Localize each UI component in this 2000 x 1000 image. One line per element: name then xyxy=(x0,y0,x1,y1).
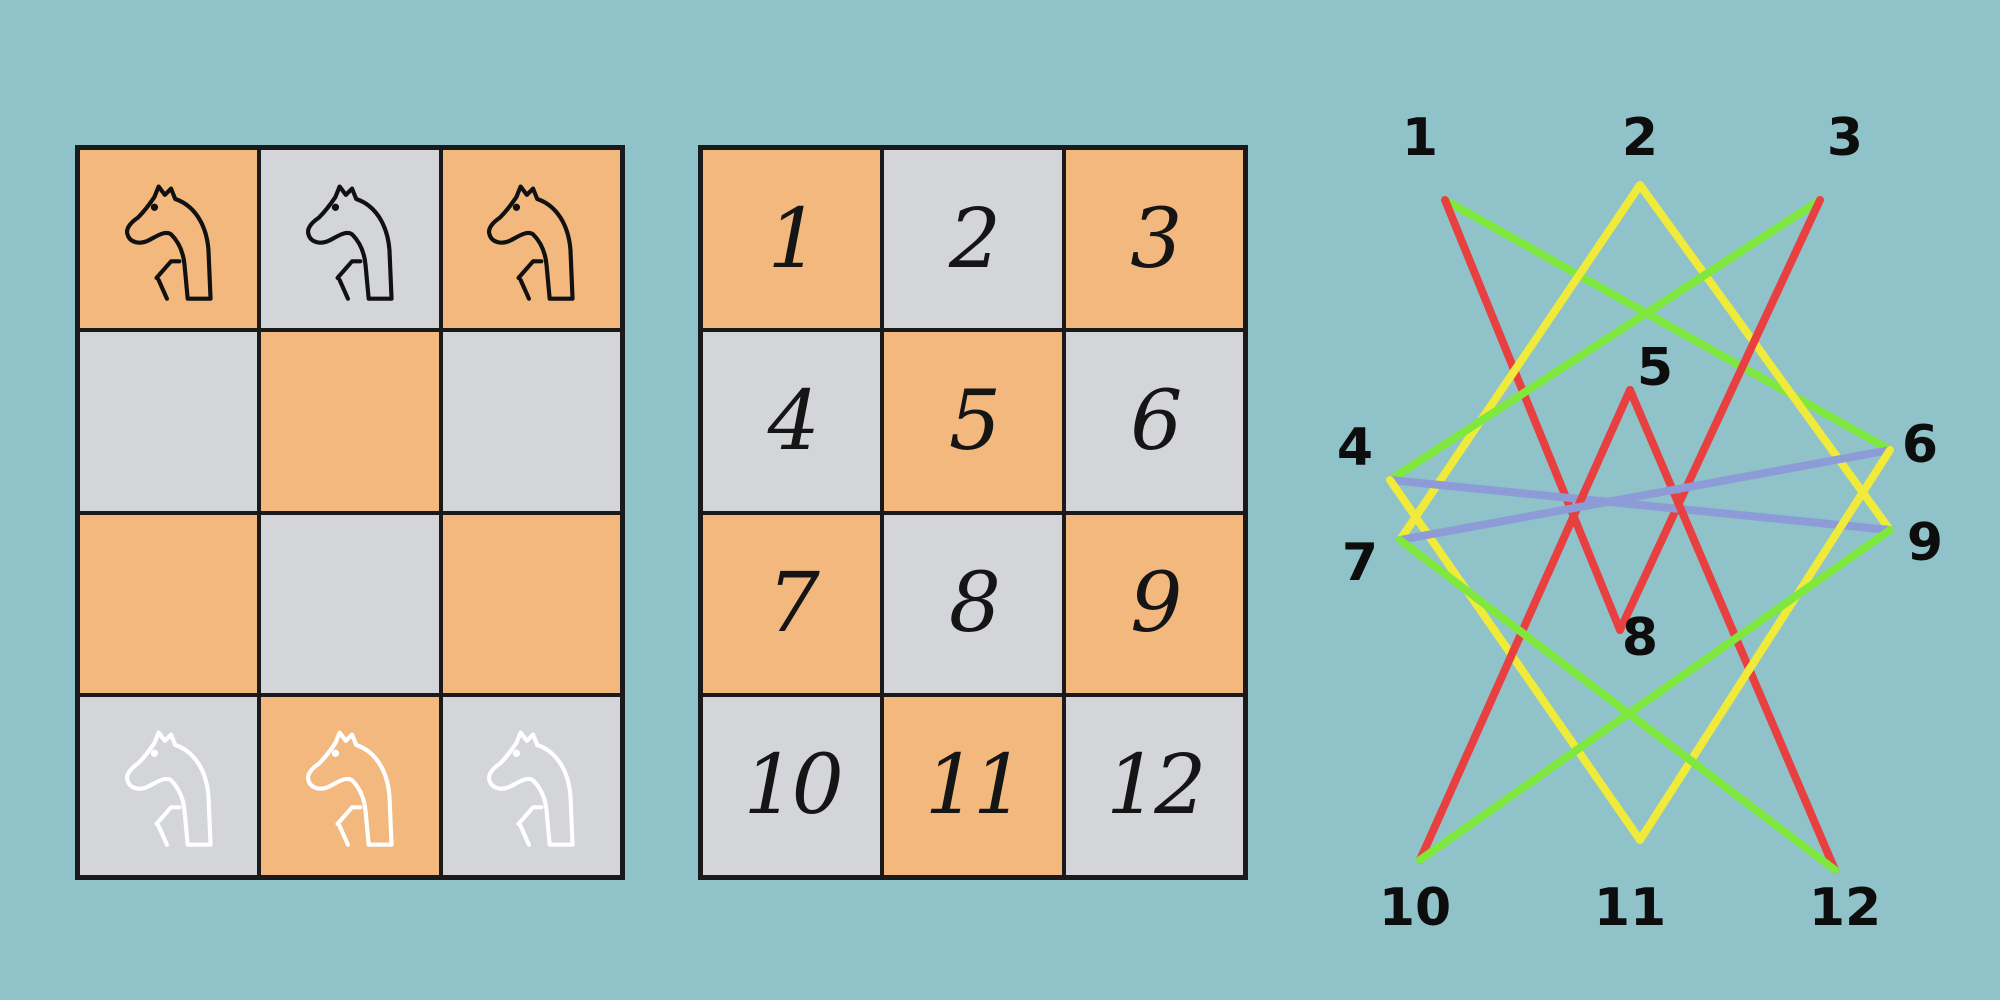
board-square xyxy=(80,696,258,875)
node-label-5: 5 xyxy=(1637,338,1673,398)
board-square xyxy=(80,150,258,329)
board-square: 3 xyxy=(1065,150,1243,329)
board-square xyxy=(261,514,439,693)
square-number: 8 xyxy=(948,556,1001,652)
node-label-9: 9 xyxy=(1907,513,1943,573)
square-number: 2 xyxy=(948,191,1001,287)
square-number: 12 xyxy=(1106,738,1206,834)
square-number: 9 xyxy=(1130,556,1182,652)
black-knight-icon xyxy=(285,172,415,307)
board-square: 11 xyxy=(884,696,1062,875)
graph-edge-2-7 xyxy=(1396,181,1644,544)
graph-edge-7-12 xyxy=(1396,536,1839,874)
board-square: 1 xyxy=(703,150,881,329)
graph-edge-9-10 xyxy=(1416,526,1894,864)
graph-edge-1-6 xyxy=(1441,196,1894,454)
board-square xyxy=(261,150,439,329)
board-square: 9 xyxy=(1065,514,1243,693)
node-label-4: 4 xyxy=(1337,418,1373,478)
graph-node-labels: 1 2 3 4 5 6 7 8 9 10 11 12 xyxy=(1337,108,1943,938)
square-number: 11 xyxy=(924,738,1025,834)
square-number: 7 xyxy=(767,556,820,652)
square-number: 3 xyxy=(1130,191,1182,287)
board-square: 8 xyxy=(884,514,1062,693)
white-knight-icon xyxy=(285,718,415,853)
board-square xyxy=(442,514,620,693)
board-square: 10 xyxy=(703,696,881,875)
board-square xyxy=(261,332,439,511)
board-square xyxy=(80,514,258,693)
graph-edge-3-8 xyxy=(1616,196,1824,634)
graph-edge-6-7 xyxy=(1396,446,1894,544)
graph-edge-5-12 xyxy=(1626,386,1839,874)
graph-edge-3-4 xyxy=(1386,196,1824,484)
node-label-6: 6 xyxy=(1902,415,1938,475)
square-number: 5 xyxy=(948,373,1001,469)
graph-edge-5-10 xyxy=(1416,386,1634,864)
board-square: 5 xyxy=(884,332,1062,511)
square-number: 1 xyxy=(767,191,820,287)
square-number: 6 xyxy=(1130,373,1182,469)
square-number: 10 xyxy=(743,738,843,834)
graph-edge-4-11 xyxy=(1386,476,1644,844)
square-number: 4 xyxy=(767,373,820,469)
node-label-3: 3 xyxy=(1827,108,1863,168)
node-label-2: 2 xyxy=(1622,108,1658,168)
graph-edges xyxy=(1386,181,1894,874)
black-knight-icon xyxy=(466,172,596,307)
white-knight-icon xyxy=(104,718,234,853)
white-knight-icon xyxy=(466,718,596,853)
node-label-10: 10 xyxy=(1379,878,1451,938)
node-label-1: 1 xyxy=(1402,108,1438,168)
graph-edge-1-8 xyxy=(1441,196,1624,634)
board-square xyxy=(442,332,620,511)
node-label-7: 7 xyxy=(1342,533,1378,593)
board-square xyxy=(261,696,439,875)
graph-edge-6-11 xyxy=(1636,446,1894,844)
node-label-8: 8 xyxy=(1622,608,1658,668)
black-knight-icon xyxy=(104,172,234,307)
board-square: 12 xyxy=(1065,696,1243,875)
board-square: 2 xyxy=(884,150,1062,329)
node-label-12: 12 xyxy=(1809,878,1881,938)
knight-move-graph: 1 2 3 4 5 6 7 8 9 10 11 12 xyxy=(1337,108,1943,938)
board-square xyxy=(80,332,258,511)
node-label-11: 11 xyxy=(1594,878,1666,938)
graph-edge-4-9 xyxy=(1386,476,1894,534)
knights-board xyxy=(75,145,625,880)
board-square: 6 xyxy=(1065,332,1243,511)
board-square xyxy=(442,696,620,875)
graph-edge-2-9 xyxy=(1636,181,1894,534)
board-square: 4 xyxy=(703,332,881,511)
board-square: 7 xyxy=(703,514,881,693)
board-square xyxy=(442,150,620,329)
